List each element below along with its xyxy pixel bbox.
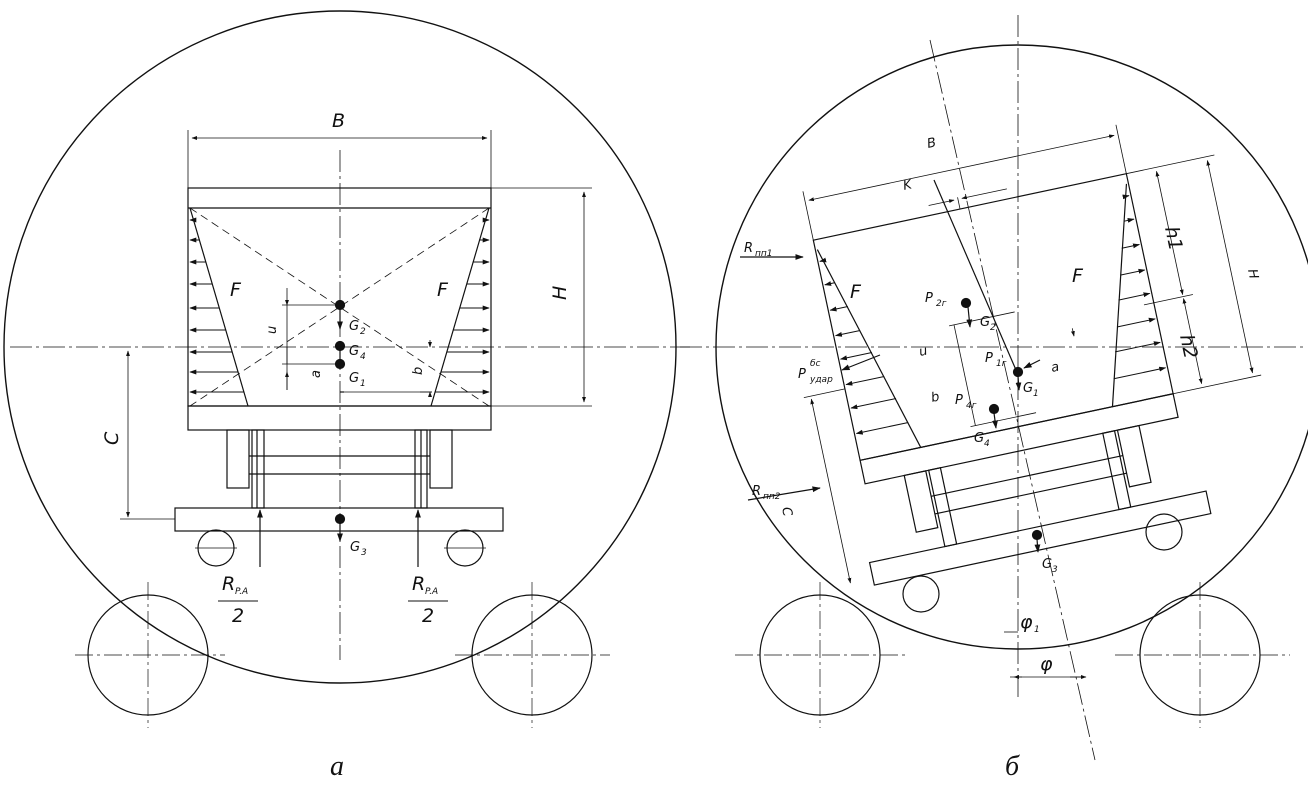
label-F-right-b: F (1072, 265, 1084, 287)
label-Rpp1-sub-b: пп1 (755, 249, 773, 259)
label-B-a: B (332, 110, 345, 132)
tilted-wagon-b (802, 124, 1262, 586)
label-F-left-b: F (850, 281, 862, 303)
labels-a: B H C F F G 2 G 4 G 1 G 3 u a b R P.A 2 … (101, 110, 571, 782)
mass-centers-a (334, 299, 346, 542)
label-R-right-den-a: 2 (422, 605, 434, 627)
label-G4-a: G (349, 344, 359, 359)
label-Pudar-sub-b: удар (809, 375, 833, 385)
pressure-arrows-right-a (435, 217, 490, 395)
label-B-b: B (926, 135, 938, 152)
label-phi-b: φ (1040, 653, 1053, 675)
label-G1-a: G (349, 371, 359, 386)
label-h2-b: h2 (1175, 332, 1202, 360)
reaction-arrows-a (218, 509, 448, 602)
label-u-b: u (918, 344, 929, 360)
label-P2g-b: P (925, 291, 933, 306)
label-R-left-sub-a: P.A (235, 587, 248, 597)
wagon-body-a (187, 187, 492, 431)
label-G3-sub-b: 3 (1052, 565, 1058, 575)
label-Rpp2-b: R (752, 484, 761, 499)
undercarriage-a (174, 429, 504, 567)
label-H-a: H (549, 286, 571, 300)
figure-b (680, 15, 1308, 761)
label-C-a: C (101, 431, 123, 445)
label-F-right-a: F (437, 279, 449, 301)
label-G4-b: G (974, 431, 984, 446)
label-G2-sub-b: 2 (990, 323, 996, 333)
label-G2-sub-a: 2 (360, 327, 366, 337)
label-C-b: C (778, 506, 795, 519)
label-G4-sub-a: 4 (360, 352, 366, 362)
label-phi1-b: φ (1020, 611, 1033, 633)
label-G3-b: G (1042, 557, 1052, 572)
figure-a (3, 10, 690, 728)
force-lines-b (740, 179, 1043, 553)
label-F-left-a: F (230, 279, 242, 301)
label-h1-b: h1 (1160, 224, 1187, 252)
label-Pudar-sup-b: бс (810, 359, 821, 369)
label-Rpp2-sub-b: пп2 (763, 492, 781, 502)
label-P2g-sub-b: 2г (936, 299, 947, 309)
label-G1-sub-b: 1 (1033, 389, 1039, 399)
label-G2-a: G (349, 319, 359, 334)
labels-b: B H K h1 h2 C F F R пп1 R пп2 P 2г P 1г … (744, 135, 1261, 782)
label-Pudar-b: P (798, 367, 806, 382)
dimension-H-a (340, 187, 592, 407)
dimension-B-a (187, 130, 492, 188)
label-G4-sub-b: 4 (984, 439, 990, 449)
label-a-a: a (309, 370, 324, 378)
label-Rpp1-b: R (744, 241, 753, 256)
label-P1g-sub-b: 1г (996, 359, 1007, 369)
label-G3-a: G (350, 540, 360, 555)
label-R-right-a: R (412, 573, 425, 595)
label-H-b: H (1244, 268, 1261, 281)
label-phi1-sub-b: 1 (1034, 625, 1040, 635)
caption-a: а (330, 751, 344, 782)
label-R-left-a: R (222, 573, 235, 595)
label-b-a: b (411, 367, 426, 375)
label-a-b: a (1050, 360, 1061, 376)
rollers-wheels-b (735, 513, 1290, 728)
pressure-arrows-left-a (189, 217, 244, 395)
label-G1-b: G (1023, 381, 1033, 396)
label-b-b: b (930, 390, 941, 406)
label-P1g-b: P (985, 351, 993, 366)
small-dimensions-a (282, 288, 432, 398)
label-R-right-sub-a: P.A (425, 587, 438, 597)
caption-b: б (1005, 751, 1020, 782)
label-R-left-den-a: 2 (232, 605, 244, 627)
dimension-C-a (120, 350, 175, 520)
label-G1-sub-a: 1 (360, 379, 366, 389)
label-u-a: u (265, 326, 280, 334)
tilted-axis-b (929, 39, 1096, 761)
label-G3-sub-a: 3 (361, 548, 367, 558)
label-K-b: K (902, 177, 915, 194)
support-wheels-a (75, 582, 610, 728)
label-G2-b: G (980, 315, 990, 330)
label-P4g-sub-b: 4г (966, 401, 977, 411)
label-P4g-b: P (955, 393, 963, 408)
